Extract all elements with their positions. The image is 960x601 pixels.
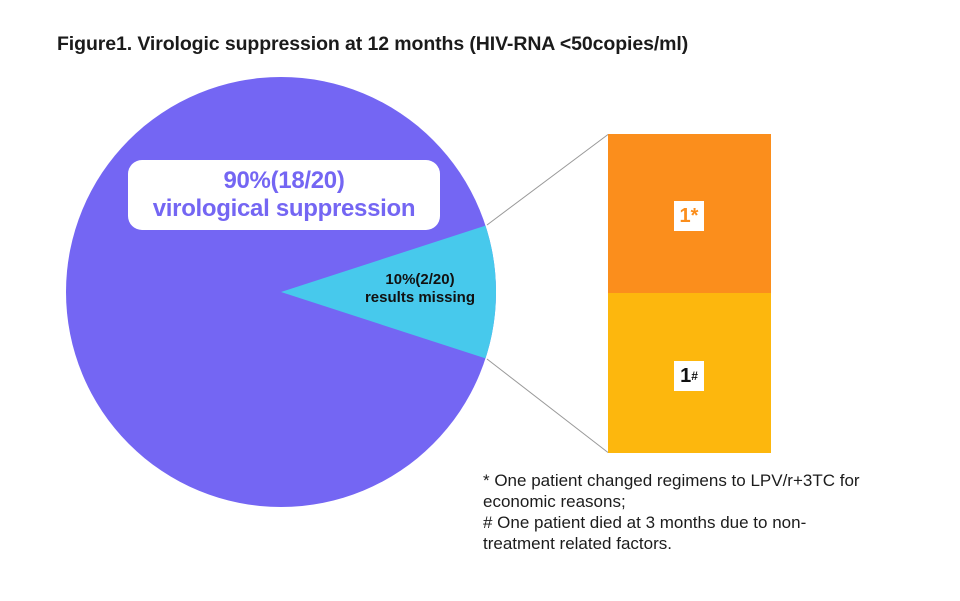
pie-slice-results-missing xyxy=(281,225,497,359)
main-slice-name: virological suppression xyxy=(152,195,416,222)
connector-line-bottom xyxy=(486,358,609,453)
connector-line-top xyxy=(486,134,609,226)
footnotes: * One patient changed regimens to LPV/r+… xyxy=(483,470,923,554)
footnote-line: treatment related factors. xyxy=(483,534,672,553)
main-slice-percent: 90%(18/20) xyxy=(223,167,345,194)
footnote-line: # One patient died at 3 months due to no… xyxy=(483,513,807,532)
missing-slice-name: results missing xyxy=(364,289,476,306)
bar-segment-count: 1 xyxy=(680,365,692,387)
missing-slice-label: 10%(2/20) results missing xyxy=(340,271,500,307)
footnote-line: economic reasons; xyxy=(483,492,626,511)
figure-title: Figure1. Virologic suppression at 12 mon… xyxy=(57,33,689,55)
main-slice-label: 90%(18/20) virological suppression xyxy=(128,160,440,230)
missing-slice-percent: 10%(2/20) xyxy=(385,271,455,288)
bar-segment-label-regimen-change: 1* xyxy=(674,201,704,231)
bar-segment-label-died: 1# xyxy=(674,361,704,391)
footnote-line: * One patient changed regimens to LPV/r+… xyxy=(483,471,860,490)
bar-segment-marker: * xyxy=(690,205,699,227)
bar-segment-count: 1 xyxy=(679,205,691,227)
